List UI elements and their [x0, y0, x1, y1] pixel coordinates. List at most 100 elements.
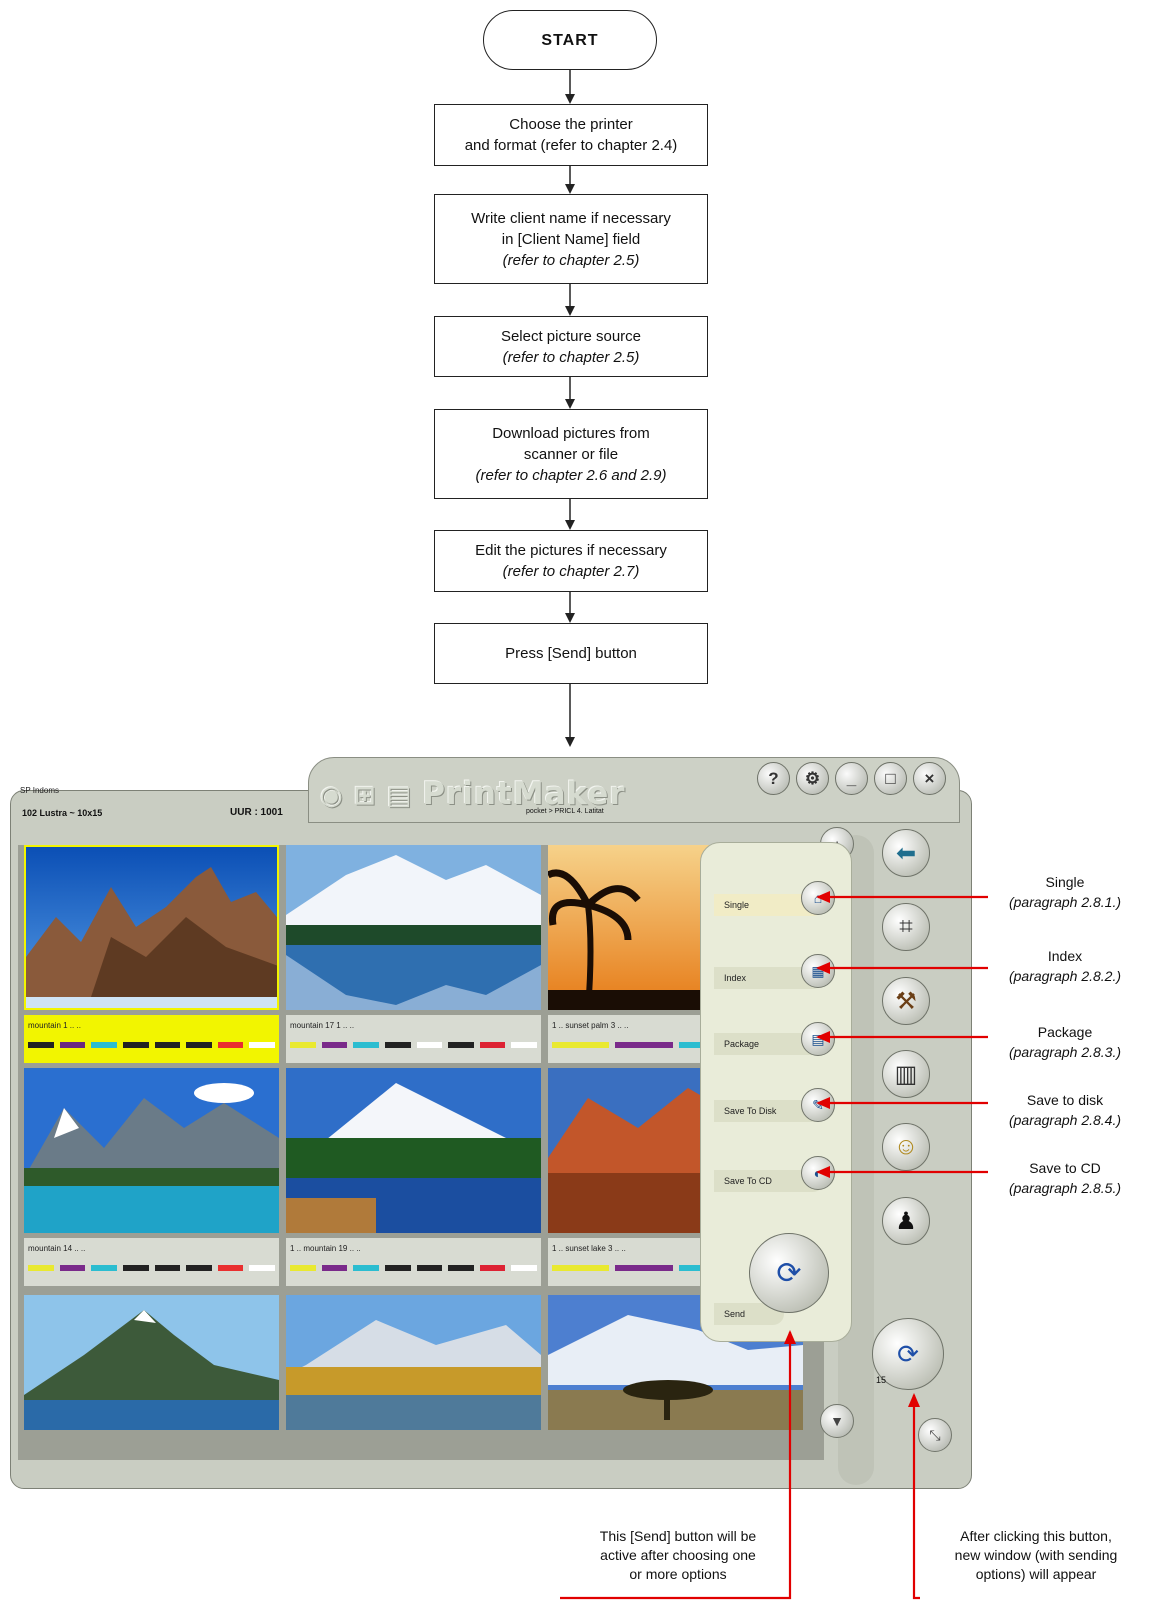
picture-thumbnail[interactable] [286, 1068, 541, 1233]
annotation-ref: (paragraph 2.8.4.) [1008, 1112, 1122, 1128]
step-line1: Edit the pictures if necessary [475, 542, 667, 559]
back-button[interactable]: ⬅ [882, 829, 930, 877]
flow-step-client-name: Write client name if necessary in [Clien… [434, 194, 708, 284]
close-icon: × [924, 768, 935, 788]
close-button[interactable]: × [913, 762, 946, 795]
annotation-ref: (paragraph 2.8.5.) [1008, 1180, 1122, 1196]
note-line: new window (with sending [954, 1547, 1118, 1563]
note-line: active after choosing one [600, 1547, 756, 1563]
color-swatches [290, 1265, 537, 1271]
annotation-title: Package [1037, 1024, 1093, 1040]
settings-button[interactable]: ⚙ [796, 762, 829, 795]
step-line2: scanner or file [523, 445, 619, 463]
note-send-active: This [Send] button will be active after … [562, 1527, 794, 1584]
annotation-save-cd: Save to CD (paragraph 2.8.5.) [990, 1158, 1140, 1198]
maximize-button[interactable]: □ [874, 762, 907, 795]
package-print-icon[interactable]: ▤ [801, 1022, 835, 1056]
note-line: options) will appear [975, 1566, 1097, 1582]
option-index-label[interactable]: Index [714, 967, 824, 989]
save-disk-icon[interactable]: ✎ [801, 1088, 835, 1122]
flow-step-press-send: Press [Send] button [434, 623, 708, 684]
picture-thumbnail[interactable] [286, 845, 541, 1010]
send-icon: ⟳ [776, 1256, 802, 1290]
picture-thumbnail[interactable] [24, 845, 279, 1010]
minimize-icon: _ [846, 768, 857, 788]
mountain-photo [26, 847, 277, 1008]
picture-thumbnail[interactable] [24, 1068, 279, 1233]
flow-step-download: Download pictures from scanner or file (… [434, 409, 708, 499]
picture-caption[interactable]: mountain 1 .. .. [24, 1015, 279, 1063]
flow-step-choose-printer: Choose the printer and format (refer to … [434, 104, 708, 166]
gear-icon: ⚙ [804, 768, 821, 788]
app-top-label: SP Indoms [20, 786, 59, 795]
annotation-save-disk: Save to disk (paragraph 2.8.4.) [990, 1090, 1140, 1130]
step-line1: Press [Send] button [505, 645, 637, 662]
annotation-single: Single (paragraph 2.8.1.) [990, 872, 1140, 912]
send-options-panel: Single ⌂ Index ▦ Package ▤ Save To Disk … [700, 842, 852, 1342]
scroll-down-button[interactable]: ▼ [820, 1404, 854, 1438]
color-swatches [28, 1042, 275, 1048]
step-line1: Write client name if necessary [471, 209, 671, 227]
annotation-title: Single [1045, 874, 1085, 890]
help-icon: ? [768, 768, 779, 788]
fjord-photo [24, 1295, 279, 1430]
user-button[interactable]: ☺ [882, 1123, 930, 1171]
scanner-icon: ▥ [894, 1060, 918, 1088]
caption-text: 1 .. mountain 19 .. .. [290, 1244, 361, 1253]
hammer-icon: ⚒ [895, 987, 917, 1015]
annotation-title: Save to disk [1026, 1092, 1104, 1108]
option-save-disk-label[interactable]: Save To Disk [714, 1100, 824, 1122]
save-cd-icon[interactable]: ◐ [801, 1156, 835, 1190]
option-package-label[interactable]: Package [714, 1033, 824, 1055]
step-line2: and format (refer to chapter 2.4) [464, 137, 678, 154]
picture-thumbnail[interactable] [286, 1295, 541, 1430]
annotation-package: Package (paragraph 2.8.3.) [990, 1022, 1140, 1062]
back-arrow-icon: ⬅ [895, 839, 917, 867]
annotation-ref: (paragraph 2.8.1.) [1008, 894, 1122, 910]
single-print-icon[interactable]: ⌂ [801, 881, 835, 915]
index-print-icon[interactable]: ▦ [801, 954, 835, 988]
crop-button[interactable]: ⌗ [882, 903, 930, 951]
logo-marks: ◉ ⊞ ▤ [320, 781, 423, 811]
send-button[interactable]: ⟳ [749, 1233, 829, 1313]
caption-text: mountain 14 .. .. [28, 1244, 86, 1253]
send-count: 15 [876, 1375, 887, 1385]
picture-caption[interactable]: 1 .. mountain 19 .. .. [286, 1238, 541, 1286]
edit-button[interactable]: ⚒ [882, 977, 930, 1025]
user-icon: ☺ [893, 1133, 919, 1160]
step-line1: Select picture source [500, 327, 642, 345]
step-ref: (refer to chapter 2.6 and 2.9) [475, 466, 667, 484]
picture-caption[interactable]: mountain 14 .. .. [24, 1238, 279, 1286]
caption-text: 1 .. sunset palm 3 .. .. [552, 1021, 629, 1030]
step-ref: (refer to chapter 2.5) [502, 251, 640, 269]
step-line1: Download pictures from [492, 424, 650, 442]
option-single-label[interactable]: Single [714, 894, 824, 916]
step-line2: in [Client Name] field [501, 230, 641, 248]
minimize-button[interactable]: _ [835, 762, 868, 795]
maximize-icon: □ [885, 768, 896, 788]
send-icon: ⟳ [897, 1338, 919, 1369]
note-line: or more options [629, 1566, 727, 1582]
logo-text: PrintMaker [422, 776, 626, 812]
help-button[interactable]: ? [757, 762, 790, 795]
step-ref: (refer to chapter 2.5) [502, 348, 640, 366]
lake-photo [286, 845, 541, 1010]
picture-thumbnail[interactable] [24, 1295, 279, 1430]
start-terminal: START [483, 10, 657, 70]
open-send-window-button[interactable]: ⟳ [872, 1318, 944, 1390]
format-label: 102 Lustra ~ 10x15 [22, 808, 103, 818]
order-number: UUR : 1001 [230, 807, 283, 818]
flow-step-edit: Edit the pictures if necessary (refer to… [434, 530, 708, 592]
resize-handle[interactable]: ⤡ [918, 1418, 952, 1452]
step-line1: Choose the printer [509, 116, 633, 133]
send-label: Send [714, 1303, 784, 1325]
person-icon: ♟ [895, 1207, 917, 1235]
scanner-button[interactable]: ▥ [882, 1050, 930, 1098]
person-button[interactable]: ♟ [882, 1197, 930, 1245]
order-info-bar: 102 Lustra ~ 10x15 UUR : 1001 pocket > P… [18, 804, 618, 824]
option-save-cd-label[interactable]: Save To CD [714, 1170, 824, 1192]
color-swatches [290, 1042, 537, 1048]
picture-caption[interactable]: mountain 17 1 .. .. [286, 1015, 541, 1063]
chevron-down-icon: ▼ [830, 1413, 844, 1429]
caption-text: 1 .. sunset lake 3 .. .. [552, 1244, 626, 1253]
